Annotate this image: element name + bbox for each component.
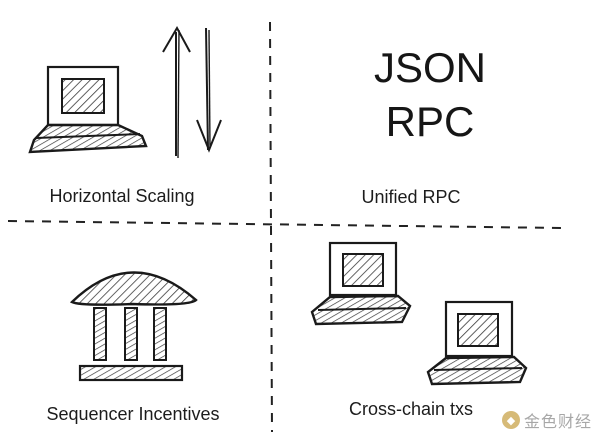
- horizontal-divider: [7, 220, 563, 229]
- computer-icon: [426, 300, 528, 386]
- sequencer-incentives-label: Sequencer Incentives: [46, 404, 220, 424]
- watermark: ◆ 金色财经: [501, 408, 592, 432]
- computer-icon: [28, 65, 148, 154]
- unified-rpc-label: Unified RPC: [361, 187, 461, 207]
- json-heading: JSON: [373, 44, 487, 91]
- horizontal-scaling-label: Horizontal Scaling: [49, 186, 195, 206]
- bank-icon: [69, 271, 198, 382]
- watermark-logo-icon: ◆: [501, 411, 520, 429]
- up-arrow-icon: [162, 25, 191, 159]
- cross-chain-txs-label: Cross-chain txs: [348, 399, 474, 419]
- vertical-divider: [269, 21, 273, 433]
- computer-icon: [310, 241, 412, 326]
- watermark-text: 金色财经: [523, 412, 592, 431]
- rpc-heading: RPC: [385, 98, 475, 145]
- down-arrow-icon: [196, 27, 222, 153]
